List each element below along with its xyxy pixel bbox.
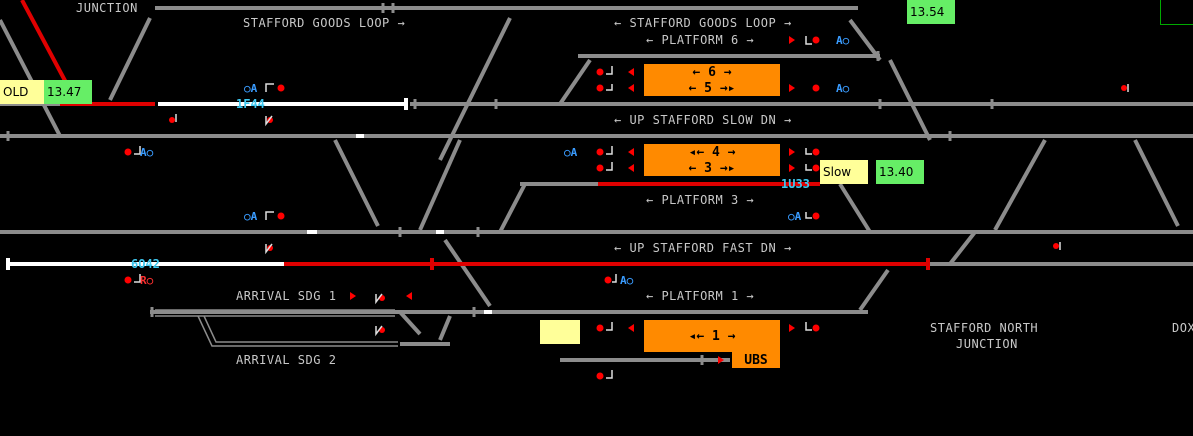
platform-1-block[interactable]: ◂← 1 → (644, 320, 780, 352)
slow-tag[interactable]: Slow (820, 160, 868, 184)
auto-marker-1[interactable]: ○A (244, 82, 258, 95)
frame-corner (1160, 0, 1193, 25)
platform-3-label: ← PLATFORM 3 → (646, 193, 755, 207)
arrival-siding-1-label: ARRIVAL SDG 1 (236, 289, 337, 303)
top-time-tag[interactable]: 13.54 (907, 0, 955, 24)
train-berth-1U33[interactable]: 1U33 (781, 177, 810, 191)
junction-label-edge: DOX (1172, 321, 1193, 335)
train-berth-1F44[interactable]: 1F44 (236, 97, 265, 111)
old-tag[interactable]: OLD (0, 80, 44, 104)
auto-marker-5[interactable]: A○ (140, 146, 154, 159)
arrival-siding-2-label: ARRIVAL SDG 2 (236, 353, 337, 367)
up-fast-label: ← UP STAFFORD FAST DN → (614, 241, 792, 255)
platform-1-label: ← PLATFORM 1 → (646, 289, 755, 303)
auto-marker-8[interactable]: A○ (620, 274, 634, 287)
ubs-block[interactable]: UBS (732, 352, 780, 368)
auto-marker-7[interactable]: ○A (788, 210, 802, 223)
platform-6-block[interactable]: ← 6 → (644, 64, 780, 80)
goods-loop-left-label: STAFFORD GOODS LOOP → (243, 16, 406, 30)
junction-label-south: JUNCTION (76, 1, 138, 15)
auto-marker-2[interactable]: ○A (244, 210, 258, 223)
auto-marker-6[interactable]: ○A (564, 146, 578, 159)
platform-3-block[interactable]: ← 3 →▸ (644, 160, 780, 176)
junction-label-north-2: JUNCTION (956, 337, 1018, 351)
old-time-tag[interactable]: 13.47 (44, 80, 92, 104)
train-berth-6O42[interactable]: 6O42 (131, 257, 160, 271)
auto-marker-4[interactable]: A○ (836, 82, 850, 95)
platform-5-block[interactable]: ← 5 →▸ (644, 80, 780, 96)
platform-6-label: ← PLATFORM 6 → (646, 33, 755, 47)
slow-time-tag[interactable]: 13.40 (876, 160, 924, 184)
platform-4-block[interactable]: ◂← 4 → (644, 144, 780, 160)
junction-label-north-1: STAFFORD NORTH (930, 321, 1039, 335)
up-slow-label: ← UP STAFFORD SLOW DN → (614, 113, 792, 127)
goods-loop-center-label: ← STAFFORD GOODS LOOP → (614, 16, 792, 30)
route-marker-r[interactable]: R○ (140, 274, 154, 287)
blank-tag[interactable] (540, 320, 580, 344)
auto-marker-3[interactable]: A○ (836, 34, 850, 47)
